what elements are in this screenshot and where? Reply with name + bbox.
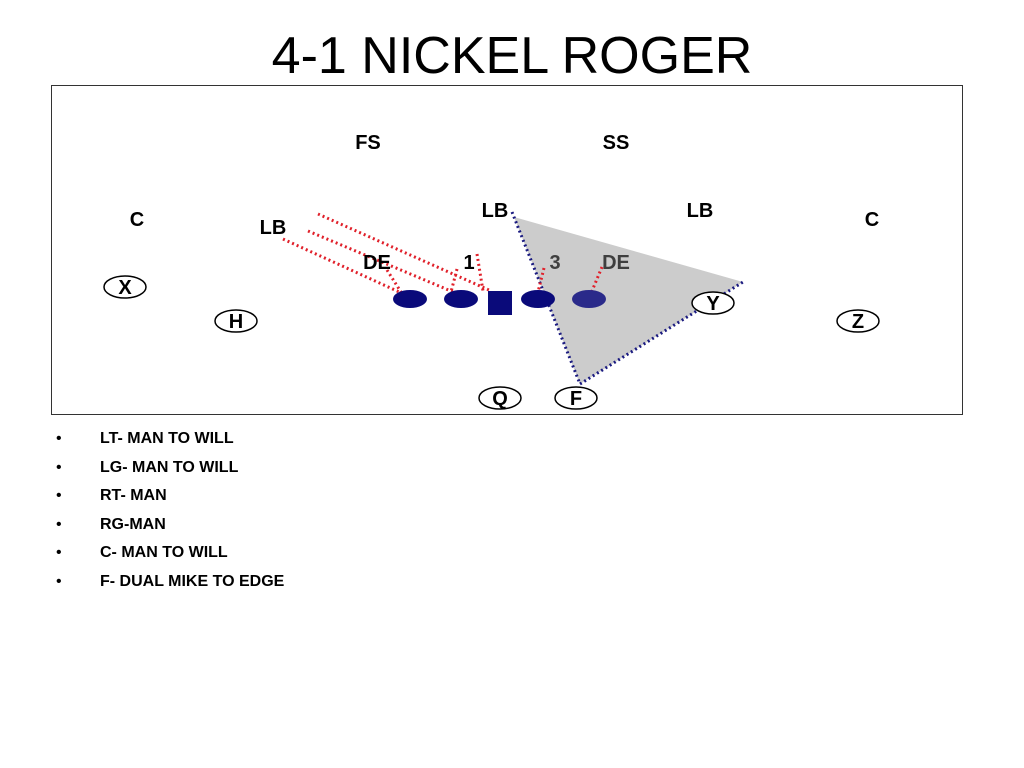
- assignment-text: C- MAN TO WILL: [100, 544, 228, 562]
- left-guard-marker: [444, 290, 478, 308]
- list-item: • RT- MAN: [56, 482, 284, 511]
- play-diagram-canvas: [103, 211, 880, 410]
- assignment-line-lg-de: [449, 268, 459, 293]
- corner-left-label: C: [129, 209, 145, 231]
- assignment-text: F- DUAL MIKE TO EDGE: [100, 572, 285, 590]
- bullet-icon: •: [56, 430, 62, 447]
- coverage-zone: [514, 217, 743, 384]
- h-receiver-marker: [214, 309, 258, 333]
- assignment-text: RT- MAN: [100, 487, 167, 505]
- bullet-icon: •: [56, 515, 62, 533]
- fullback-label: F: [569, 388, 583, 410]
- assignment-line-rt: [590, 266, 604, 292]
- fullback-marker: [554, 386, 598, 410]
- assignment-line-rg: [536, 267, 546, 293]
- slide-title: 4-1 NICKEL ROGER: [271, 27, 753, 85]
- defensive-end-left-label: DE: [363, 252, 391, 274]
- bullet-icon: •: [56, 458, 62, 476]
- three-technique-label: 3: [549, 252, 561, 274]
- bullet-icon: •: [56, 572, 62, 590]
- z-receiver-label: Z: [851, 311, 865, 333]
- list-item: • RG-MAN: [56, 511, 284, 540]
- quarterback-label: Q: [492, 388, 508, 410]
- y-receiver-marker: [691, 291, 735, 315]
- assignment-list: • LT- MAN TO WILL • LG- MAN TO WILL • RT- M…: [56, 425, 284, 597]
- list-item: • LG- MAN TO WILL: [56, 454, 284, 483]
- list-item: • C- MAN TO WILL: [56, 539, 284, 568]
- x-receiver-label: X: [118, 277, 132, 299]
- quarterback-marker: [478, 386, 522, 410]
- read-line-lb: [510, 211, 582, 385]
- strong-safety-label: SS: [602, 132, 630, 154]
- assignment-text: LG- MAN TO WILL: [100, 458, 239, 476]
- y-receiver-label: Y: [706, 293, 720, 315]
- assignment-text: LT- MAN TO WILL: [100, 430, 234, 447]
- defensive-end-right-label: DE: [602, 252, 630, 274]
- z-receiver-marker: [836, 309, 880, 333]
- bullet-icon: •: [56, 544, 62, 562]
- play-diagram: FS SS LB LB LB C C DE DE 1 3 X H Y Z Q F: [51, 85, 963, 415]
- assignment-text: RG-MAN: [100, 515, 166, 533]
- center-marker: [488, 291, 512, 315]
- assignment-line-lt-de: [385, 269, 403, 293]
- assignment-line-c: [317, 212, 490, 292]
- linebacker-sam-label: LB: [686, 200, 714, 222]
- bullet-icon: •: [56, 487, 62, 505]
- x-receiver-marker: [103, 275, 147, 299]
- free-safety-label: FS: [355, 132, 381, 154]
- list-item: • LT- MAN TO WILL: [56, 425, 284, 454]
- right-guard-marker: [521, 290, 555, 308]
- linebacker-mike-label: LB: [481, 200, 509, 222]
- h-receiver-label: H: [228, 311, 244, 333]
- assignment-line-lg-dive: [475, 253, 485, 292]
- list-item: • F- DUAL MIKE TO EDGE: [56, 568, 284, 597]
- linebacker-will-label: LB: [259, 217, 287, 239]
- assignment-line-lg: [307, 229, 459, 296]
- one-technique-label: 1: [463, 252, 475, 274]
- corner-right-label: C: [864, 209, 880, 231]
- right-tackle-marker: [572, 290, 606, 308]
- left-tackle-marker: [393, 290, 427, 308]
